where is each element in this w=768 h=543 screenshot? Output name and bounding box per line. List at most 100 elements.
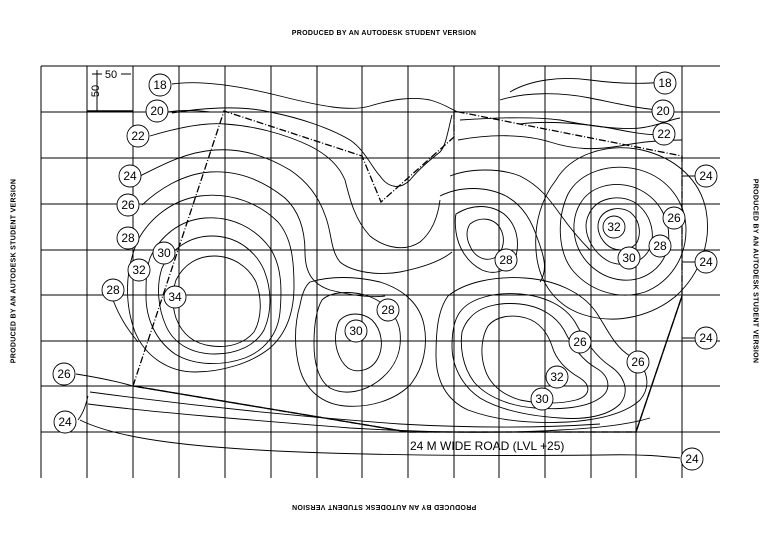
svg-text:26: 26 — [57, 367, 71, 381]
contour-left-24 — [139, 149, 453, 274]
svg-text:18: 18 — [153, 78, 167, 92]
contour-label: 24 — [694, 326, 718, 350]
contour-tl-18 — [171, 82, 459, 113]
svg-text:30: 30 — [349, 324, 363, 338]
svg-text:24: 24 — [699, 255, 713, 269]
svg-text:26: 26 — [667, 211, 681, 225]
contour-label: 26 — [662, 206, 686, 230]
survey-grid — [40, 65, 720, 478]
contour-label: 24 — [694, 250, 718, 274]
contour-label: 32 — [127, 258, 151, 282]
contour-left-20 — [171, 107, 453, 187]
contour-label: 22 — [126, 124, 150, 148]
svg-text:20: 20 — [656, 104, 670, 118]
scale-marker: 50 50 — [87, 67, 133, 112]
contour-tr-20 — [499, 93, 665, 111]
contour-lines — [75, 78, 708, 459]
svg-text:28: 28 — [653, 239, 667, 253]
svg-text:32: 32 — [607, 220, 621, 234]
contour-edge-24 — [77, 395, 89, 421]
svg-text:34: 34 — [168, 290, 182, 304]
contour-tl-20 — [167, 110, 211, 113]
contour-road-3 — [79, 419, 681, 459]
contour-labels: 18 20 22 24 26 28 32 30 34 18 20 22 24 2… — [52, 71, 718, 471]
contour-label: 28 — [116, 226, 140, 250]
contour-label: 34 — [163, 285, 187, 309]
scale-vertical-label: 50 — [90, 85, 102, 97]
contour-left-28 — [127, 194, 295, 373]
svg-text:24: 24 — [699, 169, 713, 183]
contour-label: 32 — [602, 215, 626, 239]
svg-text:26: 26 — [121, 198, 135, 212]
contour-left-30 — [145, 217, 282, 365]
contour-road-1 — [87, 403, 651, 433]
svg-text:24: 24 — [685, 452, 699, 466]
contour-label: 30 — [617, 246, 641, 270]
svg-text:32: 32 — [550, 370, 564, 384]
watermark-top: PRODUCED BY AN AUTODESK STUDENT VERSION — [291, 30, 477, 37]
svg-text:28: 28 — [121, 231, 135, 245]
contour-label: 18 — [148, 73, 172, 97]
contour-label: 26 — [52, 362, 76, 386]
contour-rh-24 — [535, 147, 708, 320]
contour-label: 28 — [648, 234, 672, 258]
contour-label: 26 — [568, 330, 592, 354]
svg-text:22: 22 — [657, 127, 671, 141]
scale-horizontal-label: 50 — [105, 69, 117, 81]
svg-text:28: 28 — [499, 253, 513, 267]
contour-label: 28 — [376, 298, 400, 322]
contour-left-34 — [172, 255, 261, 347]
contour-cr-3 — [449, 169, 591, 251]
contour-label: 20 — [145, 99, 169, 123]
contour-tr-22 — [519, 121, 665, 136]
contour-rc-28 — [451, 293, 626, 419]
contour-label: 24 — [53, 410, 77, 434]
svg-text:26: 26 — [573, 335, 587, 349]
svg-text:24: 24 — [58, 415, 72, 429]
svg-text:26: 26 — [631, 355, 645, 369]
contour-cr-4 — [439, 188, 545, 283]
contour-rc-32 — [481, 315, 589, 404]
contour-cr-2 — [457, 135, 683, 150]
contour-label: 26 — [626, 350, 650, 374]
contour-mid-26 — [295, 277, 426, 407]
contour-label: 30 — [152, 241, 176, 265]
contour-label: 20 — [651, 99, 675, 123]
contour-label: 30 — [530, 387, 554, 411]
contour-label: 26 — [116, 193, 140, 217]
contour-label: 32 — [545, 365, 569, 389]
contour-mid-28 — [313, 292, 401, 393]
site-boundary — [132, 110, 683, 433]
svg-text:32: 32 — [132, 263, 146, 277]
contour-tr-18 — [509, 78, 665, 93]
contour-label: 22 — [652, 122, 676, 146]
svg-text:30: 30 — [157, 246, 171, 260]
contour-rh-28 — [573, 184, 670, 281]
contour-label: 28 — [101, 278, 125, 302]
svg-text:18: 18 — [658, 76, 672, 90]
contour-label: 24 — [118, 164, 142, 188]
contour-label: 28 — [494, 248, 518, 272]
contour-cr-6 — [466, 218, 504, 260]
contour-rh-32 — [597, 208, 640, 251]
contour-left-22 — [149, 123, 441, 249]
contour-rc-30 — [460, 303, 609, 410]
svg-text:22: 22 — [131, 129, 145, 143]
contour-label: 30 — [344, 319, 368, 343]
svg-text:24: 24 — [699, 331, 713, 345]
contour-mid-30 — [335, 313, 382, 372]
svg-text:30: 30 — [535, 392, 549, 406]
svg-text:20: 20 — [150, 104, 164, 118]
contour-rh-26 — [559, 166, 687, 296]
contour-label: 24 — [680, 447, 704, 471]
road-label: 24 M WIDE ROAD (LVL +25) — [410, 439, 564, 453]
svg-text:28: 28 — [381, 303, 395, 317]
svg-text:28: 28 — [106, 283, 120, 297]
svg-text:30: 30 — [622, 251, 636, 265]
contour-left-26 — [141, 171, 386, 298]
svg-text:24: 24 — [123, 169, 137, 183]
contour-label: 18 — [653, 71, 677, 95]
contour-left-32 — [158, 235, 271, 355]
contour-edge-26 — [75, 373, 134, 387]
